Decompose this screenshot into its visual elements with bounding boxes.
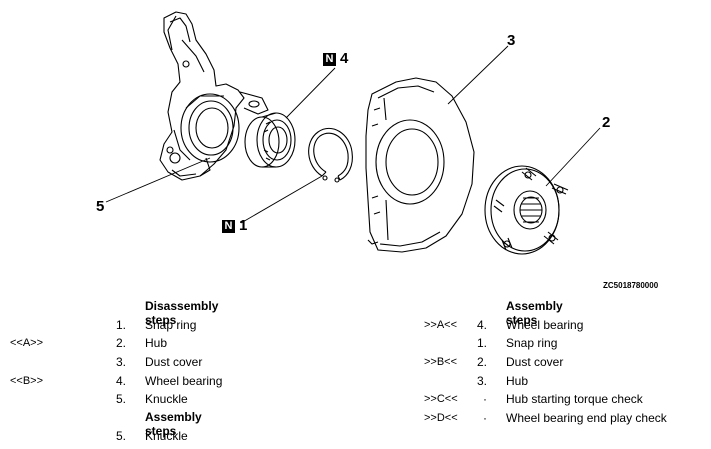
step-text: Dust cover	[145, 355, 203, 369]
step-number: ·	[483, 411, 487, 425]
callout-1-number: 1	[239, 217, 248, 234]
leader-line-2	[545, 127, 601, 187]
list-item: <<A>> 2. Hub	[0, 335, 300, 351]
list-item: 5. Knuckle	[0, 428, 300, 444]
step-text: Snap ring	[145, 318, 197, 332]
step-ref: <<B>>	[10, 375, 44, 387]
step-text: Wheel bearing	[145, 374, 223, 388]
assembly-steps-header-left: Assembly steps	[145, 410, 202, 438]
step-text: Hub	[506, 374, 529, 388]
dust-cover-drawing	[365, 77, 475, 253]
step-number: 4.	[115, 374, 126, 388]
list-item: 1. Snap ring	[400, 335, 711, 351]
callout-5: 5	[96, 198, 105, 215]
step-ref: >>D<<	[424, 412, 458, 424]
callout-2: 2	[602, 114, 611, 131]
new-part-badge: N	[222, 220, 235, 233]
step-number: 2.	[476, 355, 487, 369]
step-number: 5.	[115, 392, 126, 406]
exploded-view-diagram	[105, 11, 601, 255]
step-number: 3.	[115, 355, 126, 369]
step-number: 5.	[115, 429, 126, 443]
new-part-badge: N	[323, 53, 336, 66]
leader-line-3	[447, 45, 509, 105]
step-ref: >>B<<	[424, 356, 458, 368]
leader-line-4	[285, 67, 336, 119]
step-number: 4.	[476, 318, 487, 332]
step-ref: >>C<<	[424, 393, 458, 405]
list-item: >>A<< 4. Wheel bearing	[400, 317, 711, 333]
step-text: Wheel bearing	[506, 318, 584, 332]
assembly-steps-header: Assembly steps	[506, 299, 563, 327]
list-item: 3. Dust cover	[0, 354, 300, 370]
list-item: >>B<< 2. Dust cover	[400, 354, 711, 370]
step-text: Snap ring	[506, 336, 558, 350]
knuckle-drawing	[159, 11, 269, 181]
step-number: 3.	[476, 374, 487, 388]
step-number: 1.	[115, 318, 126, 332]
list-item: >>C<< · Hub starting torque check	[400, 391, 711, 407]
list-item: 1. Snap ring	[0, 317, 300, 333]
step-text: Knuckle	[145, 429, 188, 443]
hub-drawing	[484, 165, 569, 255]
callout-4-number: 4	[340, 50, 349, 67]
snap-ring-drawing	[308, 127, 353, 183]
leader-line-1	[240, 175, 323, 224]
list-item: >>D<< · Wheel bearing end play check	[400, 410, 711, 426]
step-text: Wheel bearing end play check	[506, 411, 667, 425]
step-ref: <<A>>	[10, 337, 44, 349]
list-item: <<B>> 4. Wheel bearing	[0, 373, 300, 389]
wheel-bearing-drawing	[244, 112, 296, 168]
list-item: 5. Knuckle	[0, 391, 300, 407]
step-number: 1.	[476, 336, 487, 350]
step-number: 2.	[115, 336, 126, 350]
leader-line-5	[105, 157, 211, 203]
step-text: Hub starting torque check	[506, 392, 643, 406]
list-item: 3. Hub	[400, 373, 711, 389]
disassembly-steps-header: Disassembly steps	[145, 299, 219, 327]
step-text: Dust cover	[506, 355, 564, 369]
callout-3: 3	[507, 32, 516, 49]
step-text: Knuckle	[145, 392, 188, 406]
step-ref: >>A<<	[424, 319, 458, 331]
step-number: ·	[483, 392, 487, 406]
step-text: Hub	[145, 336, 168, 350]
figure-code: ZC5018780000	[603, 281, 659, 290]
